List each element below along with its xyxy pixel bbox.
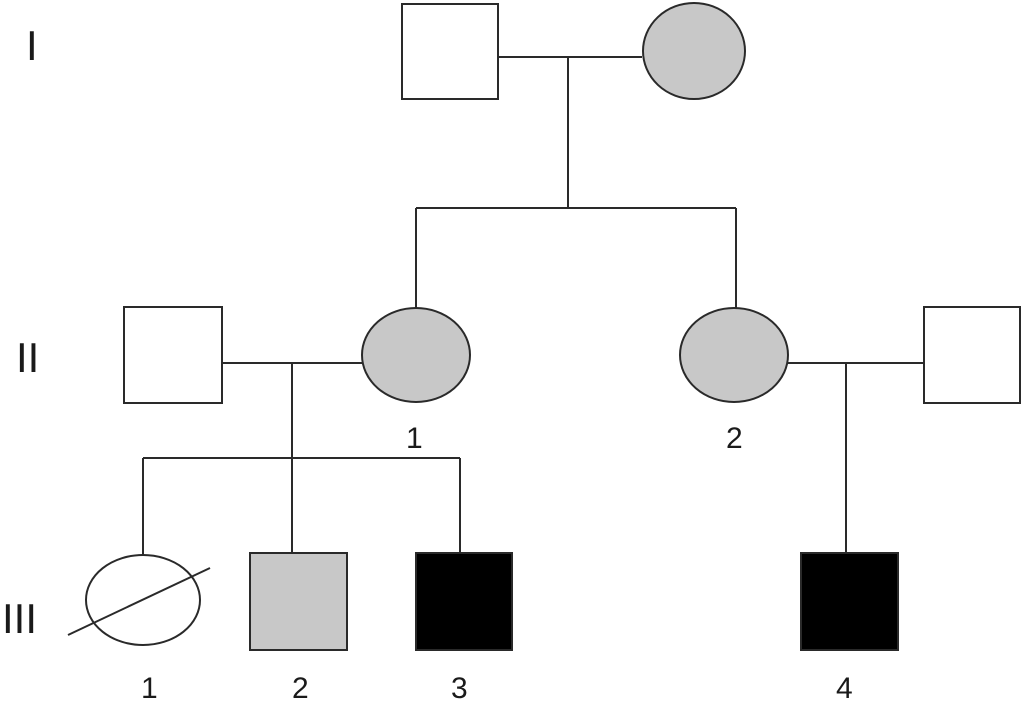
individual-III-3	[415, 552, 513, 651]
individual-II-2	[679, 307, 789, 403]
individual-II-male-right	[923, 306, 1021, 404]
generation-label-III: III	[2, 595, 37, 642]
label-II-2: 2	[726, 422, 743, 455]
individual-III-4	[800, 552, 899, 651]
generation-label-II: II	[16, 334, 39, 381]
label-III-2: 2	[292, 672, 309, 705]
label-III-3: 3	[451, 672, 468, 705]
individual-I-female	[642, 2, 746, 100]
individual-III-2	[249, 552, 348, 651]
label-III-1: 1	[141, 672, 158, 705]
individual-I-male	[401, 3, 499, 100]
label-II-1: 1	[406, 422, 423, 455]
label-III-4: 4	[836, 672, 853, 705]
deceased-slash-III-1	[67, 567, 211, 636]
generation-label-I: I	[26, 22, 38, 69]
individual-II-male-left	[123, 306, 223, 404]
individual-II-1	[361, 307, 471, 403]
